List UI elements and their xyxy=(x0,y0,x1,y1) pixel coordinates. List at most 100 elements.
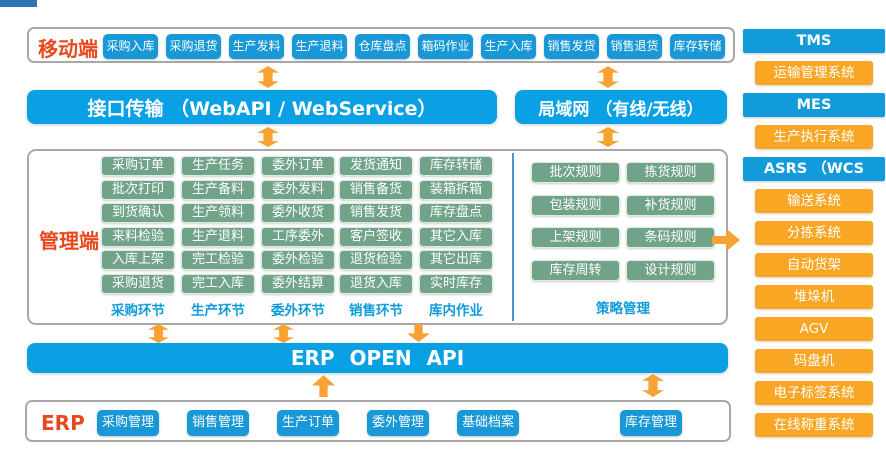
external-system-box: 电子标签系统 xyxy=(755,381,873,405)
mobile-module-chip: 仓库盘点 xyxy=(355,34,410,59)
ops-module-chip: 委外收货 xyxy=(261,203,335,223)
mobile-module-chip: 库存转储 xyxy=(670,34,725,59)
ops-module-chip: 销售备货 xyxy=(339,179,413,200)
mobile-module-chip: 生产入库 xyxy=(481,34,536,59)
interface-transport-bar: 接口传输 （WebAPI / WebService） xyxy=(27,90,497,124)
ops-module-chip: 批次打印 xyxy=(101,179,175,200)
management-terminal-label: 管理端 xyxy=(39,229,99,253)
ops-module-chip: 退货入库 xyxy=(339,273,413,294)
double-arrow-icon xyxy=(148,324,169,343)
ops-module-chip: 完工入库 xyxy=(181,273,255,294)
ops-module-chip: 装箱拆箱 xyxy=(419,179,493,200)
erp-module-chip: 销售管理 xyxy=(187,410,249,436)
erp-module-chip: 委外管理 xyxy=(367,410,429,436)
ops-module-chip: 库存盘点 xyxy=(419,203,493,223)
ops-module-chip: 到货确认 xyxy=(101,203,175,223)
rule-module-chip: 上架规则 xyxy=(531,227,620,248)
rule-module-chip: 补货规则 xyxy=(626,194,715,216)
double-arrow-icon xyxy=(597,66,619,88)
rule-module-chip: 批次规则 xyxy=(531,162,620,183)
double-arrow-icon xyxy=(597,127,619,147)
column-footer: 采购环节 xyxy=(111,303,165,319)
erp-panel: ERP 采购管理 销售管理 生产订单 委外管理 基础档案 库存管理 xyxy=(25,400,731,442)
mobile-terminal-label: 移动端 xyxy=(38,37,98,61)
double-arrow-icon xyxy=(257,127,279,147)
mobile-module-chip: 生产退料 xyxy=(292,34,347,59)
external-system-box: 输送系统 xyxy=(755,189,873,213)
mobile-module-chip: 箱码作业 xyxy=(418,34,473,59)
mobile-module-chip: 采购入库 xyxy=(103,34,158,59)
external-system-box: 生产执行系统 xyxy=(755,125,873,149)
external-system-box: 分拣系统 xyxy=(755,221,873,245)
mobile-module-chip: 销售发货 xyxy=(544,34,599,59)
slide-corner-artifact xyxy=(0,0,37,7)
ops-module-chip: 生产任务 xyxy=(181,156,255,176)
external-system-box: 在线称重系统 xyxy=(755,413,873,437)
ops-module-chip: 委外检验 xyxy=(261,250,335,270)
mobile-module-list: 采购入库采购退货生产发料生产退料仓库盘点箱码作业生产入库销售发货销售退货库存转储 xyxy=(103,34,725,59)
ops-module-chip: 库存转储 xyxy=(419,156,493,176)
strategy-column-2: 拣货规则补货规则条码规则设计规则 xyxy=(626,162,715,281)
ops-module-chip: 其它入库 xyxy=(419,226,493,247)
strategy-footer: 策略管理 xyxy=(596,301,650,317)
ops-module-chip: 工序委外 xyxy=(261,226,335,247)
erp-label: ERP xyxy=(41,411,85,435)
rule-module-chip: 包装规则 xyxy=(531,194,620,216)
mobile-module-chip: 采购退货 xyxy=(166,34,221,59)
external-systems-rail: TMS 运输管理系统 MES 生产执行系统 ASRS （WCS 输送系统分拣系统自动货架堆… xyxy=(743,29,885,437)
ops-module-chip: 生产领料 xyxy=(181,203,255,223)
column-footer: 委外环节 xyxy=(271,303,325,319)
ops-module-chip: 退货检验 xyxy=(339,250,413,270)
mobile-module-chip: 生产发料 xyxy=(229,34,284,59)
external-system-box: 码盘机 xyxy=(755,349,873,373)
ops-module-chip: 生产备料 xyxy=(181,179,255,200)
external-system-box: 堆垛机 xyxy=(755,285,873,309)
rule-module-chip: 条码规则 xyxy=(626,227,715,248)
mobile-module-chip: 销售退货 xyxy=(607,34,662,59)
ops-module-chip: 客户签收 xyxy=(339,226,413,247)
erp-open-api-bar: ERP OPEN API xyxy=(27,343,728,373)
down-arrow-icon xyxy=(407,324,430,342)
mobile-terminal-panel: 移动端 采购入库采购退货生产发料生产退料仓库盘点箱码作业生产入库销售发货销售退货… xyxy=(27,27,735,63)
ops-module-chip: 完工检验 xyxy=(181,250,255,270)
column-footer: 销售环节 xyxy=(349,303,403,319)
ops-module-chip: 实时库存 xyxy=(419,273,493,294)
up-arrow-icon xyxy=(312,375,335,397)
erp-module-chip: 库存管理 xyxy=(620,410,682,436)
management-column-production: 生产环节 生产任务生产备料生产领料生产退料完工检验完工入库 xyxy=(181,156,255,319)
ops-module-chip: 销售发货 xyxy=(339,203,413,223)
external-system-box: MES xyxy=(743,93,885,117)
ops-module-chip: 来料检验 xyxy=(101,226,175,247)
erp-module-list: 采购管理 销售管理 生产订单 委外管理 基础档案 库存管理 xyxy=(97,410,682,436)
management-column-purchase: 采购环节 采购订单批次打印到货确认来料检验入库上架采购退货 xyxy=(101,156,175,319)
strategy-column-1: 批次规则包装规则上架规则库存周转 xyxy=(531,162,620,281)
ops-module-chip: 委外结算 xyxy=(261,273,335,294)
ops-module-chip: 发货通知 xyxy=(339,156,413,176)
double-arrow-icon xyxy=(273,324,294,343)
rule-module-chip: 拣货规则 xyxy=(626,162,715,183)
column-footer: 库内作业 xyxy=(429,303,483,319)
rule-module-chip: 设计规则 xyxy=(626,259,715,281)
erp-module-chip: 采购管理 xyxy=(97,410,159,436)
panel-divider xyxy=(512,153,514,321)
ops-module-chip: 委外发料 xyxy=(261,179,335,200)
external-system-box: AGV xyxy=(755,317,873,341)
double-arrow-icon xyxy=(642,374,664,397)
ops-module-chip: 其它出库 xyxy=(419,250,493,270)
ops-module-chip: 采购订单 xyxy=(101,156,175,176)
double-arrow-icon xyxy=(257,66,279,88)
external-system-box: 运输管理系统 xyxy=(755,61,873,85)
management-column-outsourcing: 委外环节 委外订单委外发料委外收货工序委外委外检验委外结算 xyxy=(261,156,335,319)
erp-module-chip: 基础档案 xyxy=(457,410,519,436)
column-footer: 生产环节 xyxy=(191,303,245,319)
external-system-box: TMS xyxy=(743,29,885,53)
external-system-box: 自动货架 xyxy=(755,253,873,277)
management-column-warehouse: 库内作业 库存转储装箱拆箱库存盘点其它入库其它出库实时库存 xyxy=(419,156,493,319)
erp-module-chip: 生产订单 xyxy=(277,410,339,436)
external-system-box: ASRS （WCS xyxy=(743,157,885,181)
lan-bar: 局域网 （有线/无线） xyxy=(515,90,727,124)
management-terminal-panel: 管理端 采购环节 采购订单批次打印到货确认来料检验入库上架采购退货 生产环节 生… xyxy=(27,149,728,325)
management-column-sales: 销售环节 发货通知销售备货销售发货客户签收退货检验退货入库 xyxy=(339,156,413,319)
ops-module-chip: 采购退货 xyxy=(101,273,175,294)
